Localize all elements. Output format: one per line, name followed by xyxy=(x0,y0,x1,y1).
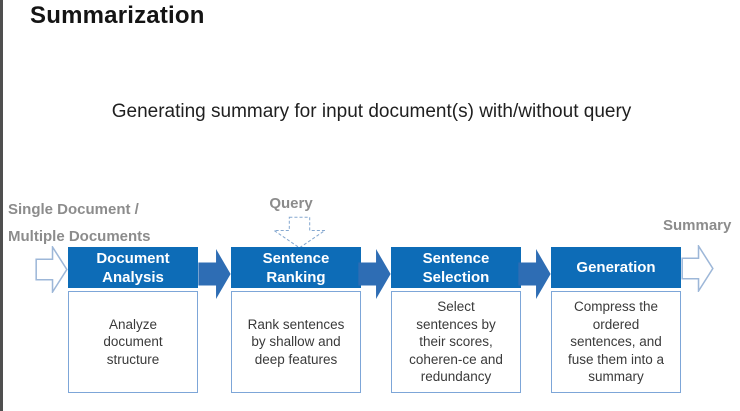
query-label: Query xyxy=(269,195,313,212)
output-block-arrow-icon xyxy=(681,245,714,292)
stage-body-sentence-selection: Select sentences by their scores, cohere… xyxy=(391,291,521,393)
stage-header-generation: Generation xyxy=(551,247,681,288)
flow-arrow-icon xyxy=(358,249,391,299)
input-source-line1: Single Document / xyxy=(8,201,139,218)
stage-header-document-analysis: Document Analysis xyxy=(68,247,198,288)
input-block-arrow-icon xyxy=(35,246,68,293)
stage-body-generation: Compress the ordered sentences, and fuse… xyxy=(551,291,681,393)
input-source-line2: Multiple Documents xyxy=(8,228,151,245)
flow-arrow-icon xyxy=(198,249,231,299)
query-down-arrow-icon xyxy=(273,216,326,249)
stage-header-sentence-selection: Sentence Selection xyxy=(391,247,521,288)
stage-header-sentence-ranking: Sentence Ranking xyxy=(231,247,361,288)
flow-arrow-icon xyxy=(518,249,551,299)
input-source-label: Single Document / Multiple Documents xyxy=(8,196,151,250)
stage-body-sentence-ranking: Rank sentences by shallow and deep featu… xyxy=(231,291,361,393)
slide-subtitle: Generating summary for input document(s)… xyxy=(111,101,632,122)
summary-label: Summary xyxy=(663,217,732,234)
stage-body-document-analysis: Analyze document structure xyxy=(68,291,198,393)
page-title: Summarization xyxy=(30,2,205,29)
